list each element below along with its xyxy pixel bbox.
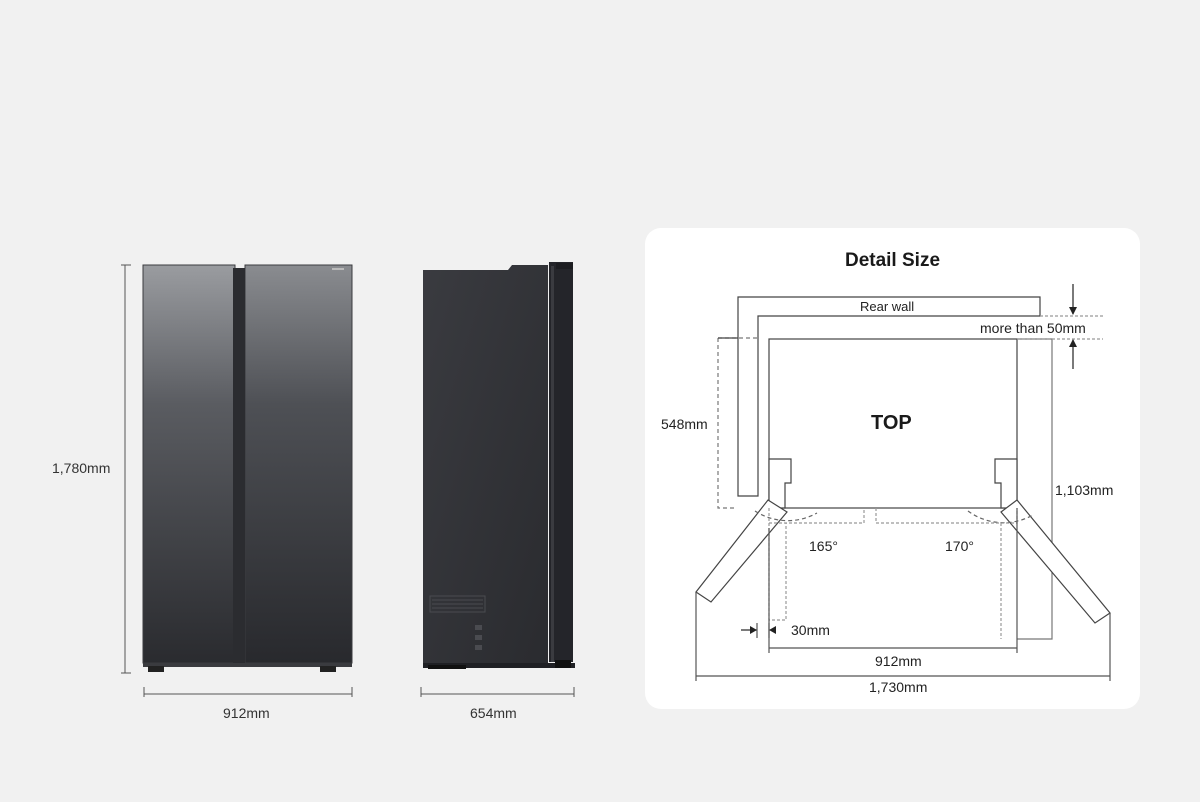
detail-width-label: 912mm [875, 653, 922, 669]
fridge-side-illustration [423, 262, 575, 669]
side-gap-label: 30mm [791, 622, 830, 638]
front-view [121, 264, 353, 697]
rear-wall-label: Rear wall [860, 299, 915, 314]
width-dimension-line [143, 687, 353, 697]
detail-size-card: Detail Size [645, 228, 1140, 709]
depth-dimension-line [420, 687, 575, 697]
detail-title: Detail Size [844, 250, 941, 271]
right-depth-label: 1,103mm [1055, 482, 1114, 498]
height-dimension-line [121, 264, 131, 674]
depth-label: 654mm [470, 705, 517, 721]
top-label: TOP [871, 412, 912, 434]
left-open-door [695, 499, 788, 603]
right-clearance-outline [1017, 338, 1053, 640]
clearance-label: more than 50mm [980, 320, 1086, 336]
right-hinge [994, 458, 1018, 509]
width-label: 912mm [223, 705, 270, 721]
fridge-front-illustration [142, 264, 353, 672]
height-label: 1,780mm [52, 460, 111, 476]
left-clearance-outline [717, 337, 758, 509]
left-hinge [768, 458, 792, 509]
fridge-top-outline [768, 338, 1018, 509]
side-view [420, 262, 575, 697]
right-angle-label: 170° [945, 538, 974, 554]
open-width-label: 1,730mm [869, 679, 928, 695]
top-view-diagram [695, 284, 1111, 681]
left-depth-label: 548mm [661, 416, 708, 432]
right-open-door [1000, 499, 1111, 624]
left-angle-label: 165° [809, 538, 838, 554]
